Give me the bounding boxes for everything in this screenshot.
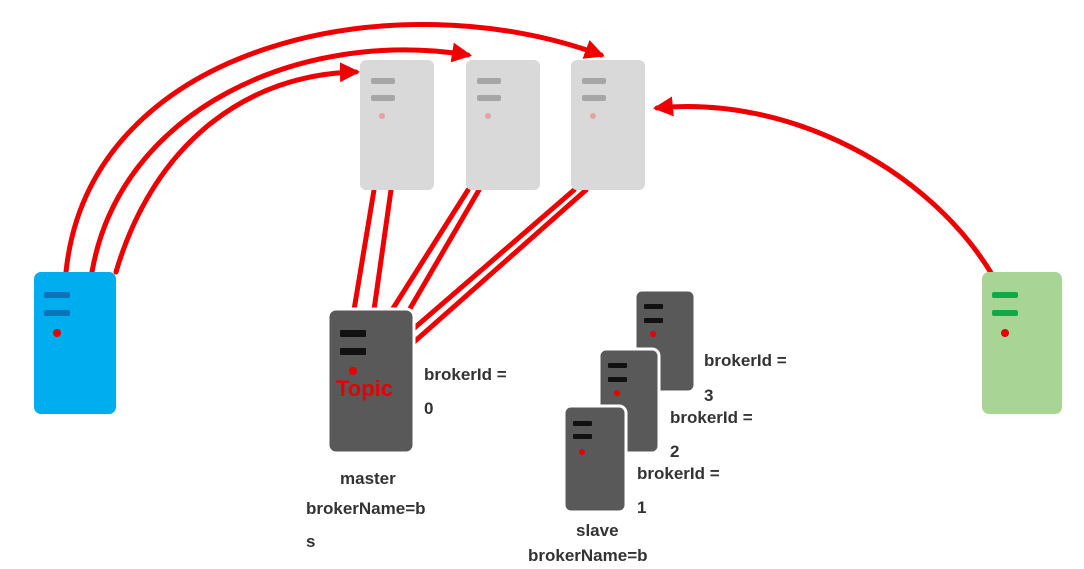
producer-to-nameserver-3-arrow — [63, 22, 605, 275]
server-icon — [644, 304, 663, 337]
server-icon — [340, 330, 366, 375]
server-icon — [371, 78, 395, 119]
producer-server — [34, 272, 116, 414]
master-to-nameserver-2-link-b — [405, 187, 482, 315]
slave-role-label: slave — [576, 521, 619, 540]
master-to-nameserver-2-link-a — [389, 187, 471, 313]
server-icon — [992, 292, 1018, 337]
server-icon — [573, 421, 592, 455]
master-to-nameserver-1-link-a — [351, 187, 377, 313]
server-icon — [44, 292, 70, 337]
consumer-to-nameserver-3-arrow — [653, 96, 996, 279]
server-icon — [477, 78, 501, 119]
server-icon — [582, 78, 606, 119]
master-broker-id-label: brokerId = — [424, 365, 507, 384]
slave-2-broker-id-label: brokerId = — [670, 408, 753, 427]
slave-broker-1-server — [562, 404, 628, 514]
slave-3-broker-id-value: 3 — [704, 386, 714, 405]
master-broker-id-value: 0 — [424, 399, 434, 418]
nameserver-2 — [466, 60, 540, 190]
slave-1-broker-id-value: 1 — [637, 498, 647, 517]
slave-broker-name-label: brokerName=b — [528, 546, 648, 565]
master-broker-name-suffix: s — [306, 532, 316, 551]
slave-3-broker-id-label: brokerId = — [704, 351, 787, 370]
slave-2-broker-id-value: 2 — [670, 442, 680, 461]
producer-to-nameserver-1-arrow — [113, 62, 360, 275]
producer-to-nameserver-2-arrow — [89, 42, 472, 275]
master-to-nameserver-3-link-b — [411, 187, 589, 345]
consumer-server — [982, 272, 1062, 414]
nameserver-1 — [360, 60, 434, 190]
master-to-nameserver-3-link-a — [409, 187, 577, 333]
master-role-label: master — [340, 469, 396, 488]
topic-label: Topic — [336, 376, 394, 401]
master-to-nameserver-1-link-b — [371, 187, 394, 313]
server-icon — [608, 363, 627, 396]
slave-1-broker-id-label: brokerId = — [637, 464, 720, 483]
master-broker-server — [326, 307, 416, 455]
master-broker-name-label: brokerName=b — [306, 499, 426, 518]
nameserver-3 — [571, 60, 645, 190]
